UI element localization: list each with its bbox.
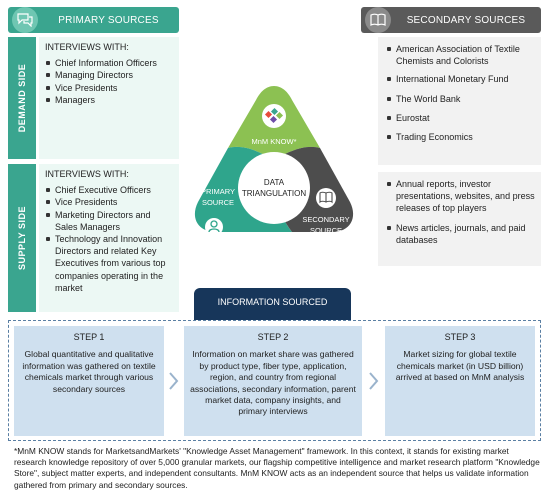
list-item: Annual reports, investor presentations, … [386, 178, 535, 215]
list-item: Vice Presidents [45, 196, 175, 208]
chevron-right-icon [369, 372, 379, 390]
mnm-know-label: MnM KNOW* [252, 137, 297, 146]
list-item: American Association of Textile Chemists… [386, 43, 535, 67]
list-item: Managing Directors [45, 69, 175, 81]
footnote: *MnM KNOW stands for MarketsandMarkets' … [14, 446, 540, 490]
supply-side-label: SUPPLY SIDE [17, 205, 27, 271]
mnm-logo-icon [262, 104, 286, 128]
list-item: Chief Executive Officers [45, 184, 175, 196]
list-item: Marketing Directors and Sales Managers [45, 209, 175, 233]
step-1-text: Global quantitative and qualitative info… [22, 349, 156, 394]
book-icon [365, 7, 391, 33]
list-item: Trading Economics [386, 131, 535, 143]
step-2-title: STEP 2 [257, 332, 289, 342]
secondary-sources-title: SECONDARY SOURCES [406, 14, 526, 26]
list-item: Managers [45, 94, 175, 106]
primary-sources-title: PRIMARY SOURCES [58, 14, 159, 26]
data-triangulation-diagram: MnM KNOW* PRIMARY SOURCE SECONDARY SOURC… [194, 86, 354, 236]
secondary-sources-header: SECONDARY SOURCES [361, 7, 541, 33]
secondary-list-1: American Association of Textile Chemists… [386, 43, 535, 143]
information-sourced-tab [194, 288, 351, 320]
secondary-list-2: Annual reports, investor presentations, … [386, 178, 535, 246]
demand-list: Chief Information Officers Managing Dire… [45, 57, 175, 106]
step-1-card: STEP 1 Global quantitative and qualitati… [14, 326, 164, 436]
step-2-text: Information on market share was gathered… [190, 349, 356, 417]
list-item: Eurostat [386, 112, 535, 124]
demand-side-label: DEMAND SIDE [17, 63, 27, 133]
list-item: Vice Presidents [45, 82, 175, 94]
secondary-source-label-line1: SECONDARY [302, 215, 349, 224]
secondary-list-box-1: American Association of Textile Chemists… [378, 37, 541, 165]
step-2-card: STEP 2 Information on market share was g… [184, 326, 362, 436]
primary-sources-header: PRIMARY SOURCES [8, 7, 179, 33]
demand-side-bar: DEMAND SIDE [8, 37, 36, 159]
step-3-title: STEP 3 [444, 332, 476, 342]
primary-source-label-line2: SOURCE [202, 198, 234, 207]
information-sourced-label: INFORMATION SOURCED [217, 297, 328, 307]
step-3-text: Market sizing for global textile chemica… [395, 349, 525, 383]
list-item: International Monetary Fund [386, 73, 535, 85]
primary-source-label-line1: PRIMARY [201, 187, 235, 196]
data-triangulation-line2: TRIANGULATION [242, 189, 307, 198]
step-1-title: STEP 1 [73, 332, 105, 342]
supply-list: Chief Executive Officers Vice Presidents… [45, 184, 175, 294]
supply-side-bar: SUPPLY SIDE [8, 164, 36, 312]
demand-side-panel: INTERVIEWS WITH: Chief Information Offic… [39, 37, 179, 159]
demand-interviews-title: INTERVIEWS WITH: [45, 42, 129, 52]
chevron-right-icon [169, 372, 179, 390]
list-item: The World Bank [386, 93, 535, 105]
supply-interviews-title: INTERVIEWS WITH: [45, 169, 129, 179]
step-3-card: STEP 3 Market sizing for global textile … [385, 326, 535, 436]
chat-icon [12, 7, 38, 33]
list-item: Technology and Innovation Directors and … [45, 233, 175, 294]
secondary-source-label-line2: SOURCE [310, 226, 342, 235]
list-item: News articles, journals, and paid databa… [386, 222, 535, 246]
secondary-list-box-2: Annual reports, investor presentations, … [378, 172, 541, 266]
data-triangulation-line1: DATA [264, 178, 285, 187]
supply-side-panel: INTERVIEWS WITH: Chief Executive Officer… [39, 164, 179, 312]
list-item: Chief Information Officers [45, 57, 175, 69]
